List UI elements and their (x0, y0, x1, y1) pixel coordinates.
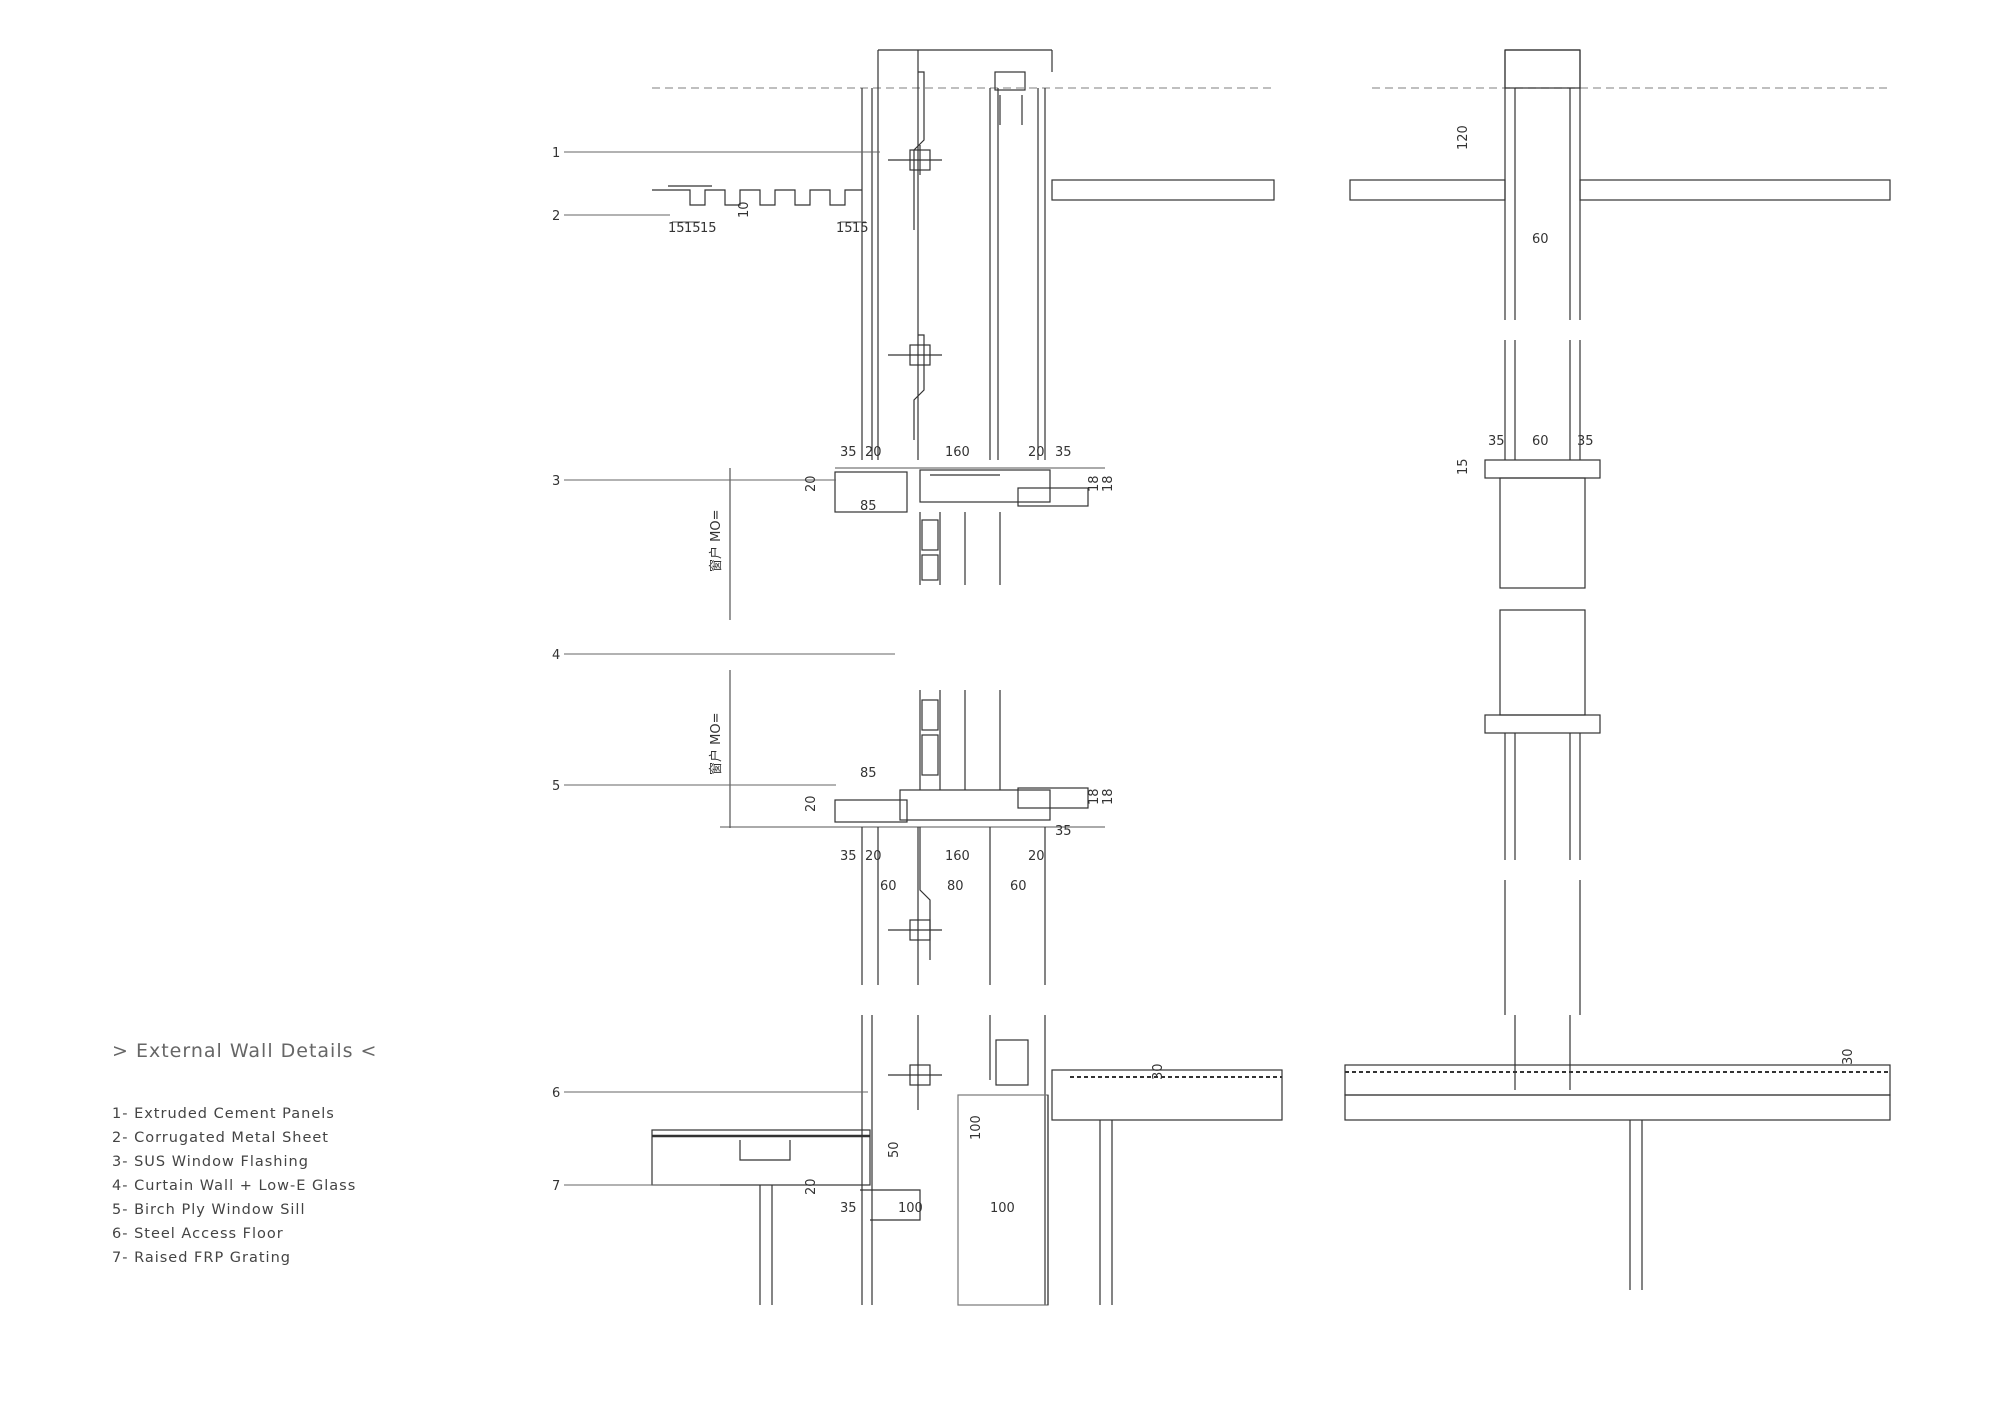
callout-3: 3 (552, 474, 560, 489)
page-title: > External Wall Details < (112, 1040, 378, 1062)
callout-2: 2 (552, 209, 560, 224)
dim-label: 20 (804, 1178, 819, 1195)
legend-item: 2- Corrugated Metal Sheet (112, 1130, 329, 1146)
dim-label: 160 (945, 445, 970, 460)
dim-label: 60 (1532, 434, 1549, 449)
dim-label: 120 (1456, 125, 1471, 150)
left-section-mullions (861, 49, 1053, 460)
dim-label: 15 (684, 221, 701, 236)
dim-label: 60 (1532, 232, 1549, 247)
dim-label: 15 (1456, 458, 1471, 475)
dim-label: 35 (1055, 445, 1072, 460)
dim-label: 18 (1087, 475, 1102, 492)
dim-label: 15 (836, 221, 853, 236)
legend-item: 6- Steel Access Floor (112, 1226, 284, 1242)
legend-item: 7- Raised FRP Grating (112, 1250, 291, 1266)
mo-label-bottom: 窗户 MO= (708, 713, 724, 775)
dim-label: 18 (1087, 788, 1102, 805)
right-section-mullions (1344, 49, 1891, 1290)
dim-label: 35 (1488, 434, 1505, 449)
dim-label: 100 (969, 1115, 984, 1140)
callout-7: 7 (552, 1179, 560, 1194)
dim-label: 85 (860, 766, 877, 781)
dim-label: 20 (1028, 445, 1045, 460)
corrugated-sheet (652, 189, 862, 206)
dim-label: 100 (990, 1201, 1015, 1216)
dim-label: 20 (1028, 849, 1045, 864)
dim-label: 20 (865, 445, 882, 460)
dim-label: 30 (1841, 1048, 1856, 1065)
dim-label: 50 (887, 1141, 902, 1158)
dim-label: 35 (840, 849, 857, 864)
dim-label: 100 (898, 1201, 923, 1216)
dim-label: 20 (804, 795, 819, 812)
dim-label: 80 (947, 879, 964, 894)
legend: > External Wall Details < 1- Extruded Ce… (112, 1040, 377, 1270)
dim-label: 30 (1151, 1063, 1166, 1080)
dim-label: 85 (860, 499, 877, 514)
legend-item: 1- Extruded Cement Panels (112, 1106, 335, 1122)
dim-label: 35 (840, 1201, 857, 1216)
dim-label: 15 (700, 221, 717, 236)
callout-1: 1 (552, 146, 560, 161)
callout-leaders (564, 151, 895, 1186)
dim-label: 18 (1101, 788, 1116, 805)
dim-label: 160 (945, 849, 970, 864)
dim-label: 18 (1101, 475, 1116, 492)
dim-label: 15 (852, 221, 869, 236)
dim-label: 20 (865, 849, 882, 864)
dim-label: 35 (840, 445, 857, 460)
dim-label: 60 (880, 879, 897, 894)
dim-label: 10 (737, 201, 752, 218)
dim-label: 15 (668, 221, 685, 236)
legend-item: 5- Birch Ply Window Sill (112, 1202, 306, 1218)
window-sill-frame (720, 690, 1105, 985)
mo-label-top: 窗户 MO= (708, 510, 724, 572)
bolt-icon (888, 145, 942, 1086)
callout-5: 5 (552, 779, 560, 794)
dim-label: 35 (1055, 824, 1072, 839)
dim-label: 60 (1010, 879, 1027, 894)
legend-item: 4- Curtain Wall + Low-E Glass (112, 1178, 357, 1194)
legend-item: 3- SUS Window Flashing (112, 1154, 309, 1170)
window-head-frame (834, 467, 1105, 585)
callout-4: 4 (552, 648, 560, 663)
slab-edge-left (1051, 179, 1275, 201)
dim-label: 20 (804, 475, 819, 492)
callout-6: 6 (552, 1086, 560, 1101)
floor-detail-left (651, 1015, 1283, 1306)
dim-label: 35 (1577, 434, 1594, 449)
